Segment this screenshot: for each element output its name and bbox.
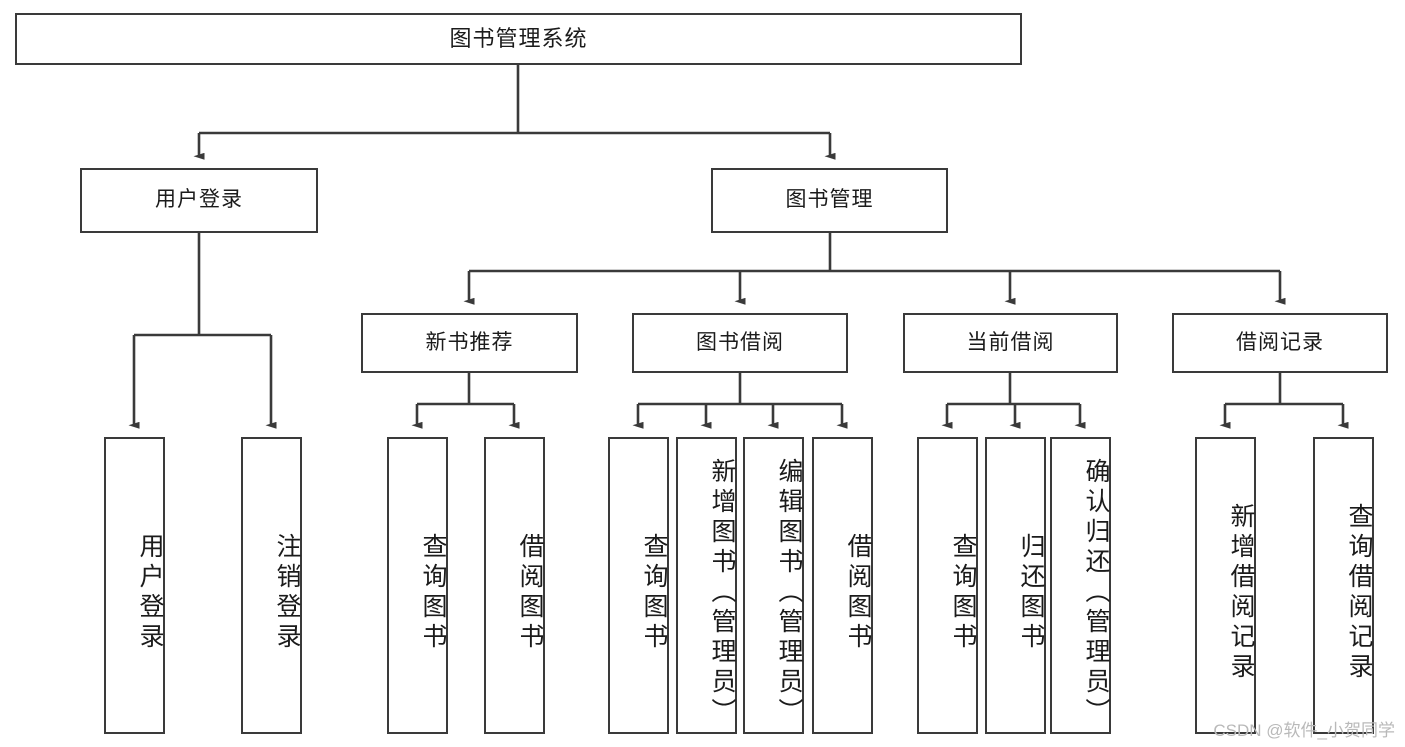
- leaf-node[interactable]: 查询图书: [387, 437, 448, 734]
- node-borrow-records[interactable]: 借阅记录: [1172, 313, 1388, 373]
- leaf-node[interactable]: 注销登录: [241, 437, 302, 734]
- node-label: 用户登录: [155, 188, 243, 212]
- node-label: 图书借阅: [696, 330, 784, 354]
- node-label: 查询借阅记录: [1345, 502, 1373, 683]
- leaf-node[interactable]: 归还图书: [985, 437, 1046, 734]
- node-book-borrow[interactable]: 图书借阅: [632, 313, 848, 373]
- leaf-node[interactable]: 借阅图书: [484, 437, 545, 734]
- node-label: 图书管理: [785, 188, 874, 212]
- node-label: 注销登录: [273, 532, 301, 653]
- node-label: 确认归还（管理员）: [1082, 457, 1110, 728]
- node-label: 查询图书: [419, 532, 447, 653]
- leaf-node[interactable]: 编辑图书（管理员）: [743, 437, 804, 734]
- node-label: 新书推荐: [425, 330, 514, 354]
- node-label: 图书管理系统: [449, 26, 588, 52]
- node-user-login-module[interactable]: 用户登录: [80, 168, 318, 233]
- node-label: 借阅图书: [516, 532, 544, 653]
- node-root-system[interactable]: 图书管理系统: [15, 13, 1022, 65]
- leaf-node[interactable]: 查询图书: [917, 437, 978, 734]
- node-label: 用户登录: [136, 532, 164, 653]
- node-label: 查询图书: [640, 532, 668, 653]
- leaf-node[interactable]: 查询借阅记录: [1313, 437, 1374, 734]
- node-current-borrow[interactable]: 当前借阅: [903, 313, 1118, 373]
- leaf-node[interactable]: 用户登录: [104, 437, 165, 734]
- node-label: 编辑图书（管理员）: [775, 457, 803, 728]
- node-label: 借阅记录: [1236, 330, 1324, 354]
- leaf-node[interactable]: 确认归还（管理员）: [1050, 437, 1111, 734]
- node-label: 查询图书: [949, 532, 977, 653]
- node-new-book-recommend[interactable]: 新书推荐: [361, 313, 578, 373]
- csdn-watermark: CSDN @软件_小贺同学: [1213, 721, 1395, 740]
- leaf-node[interactable]: 新增图书（管理员）: [676, 437, 737, 734]
- node-label: 归还图书: [1017, 532, 1045, 653]
- leaf-node[interactable]: 借阅图书: [812, 437, 873, 734]
- node-label: 当前借阅: [966, 330, 1055, 354]
- leaf-node[interactable]: 新增借阅记录: [1195, 437, 1256, 734]
- leaf-node[interactable]: 查询图书: [608, 437, 669, 734]
- node-label: 新增图书（管理员）: [708, 457, 736, 728]
- node-label: 新增借阅记录: [1227, 502, 1255, 683]
- node-label: 借阅图书: [844, 532, 872, 653]
- node-book-management-module[interactable]: 图书管理: [711, 168, 948, 233]
